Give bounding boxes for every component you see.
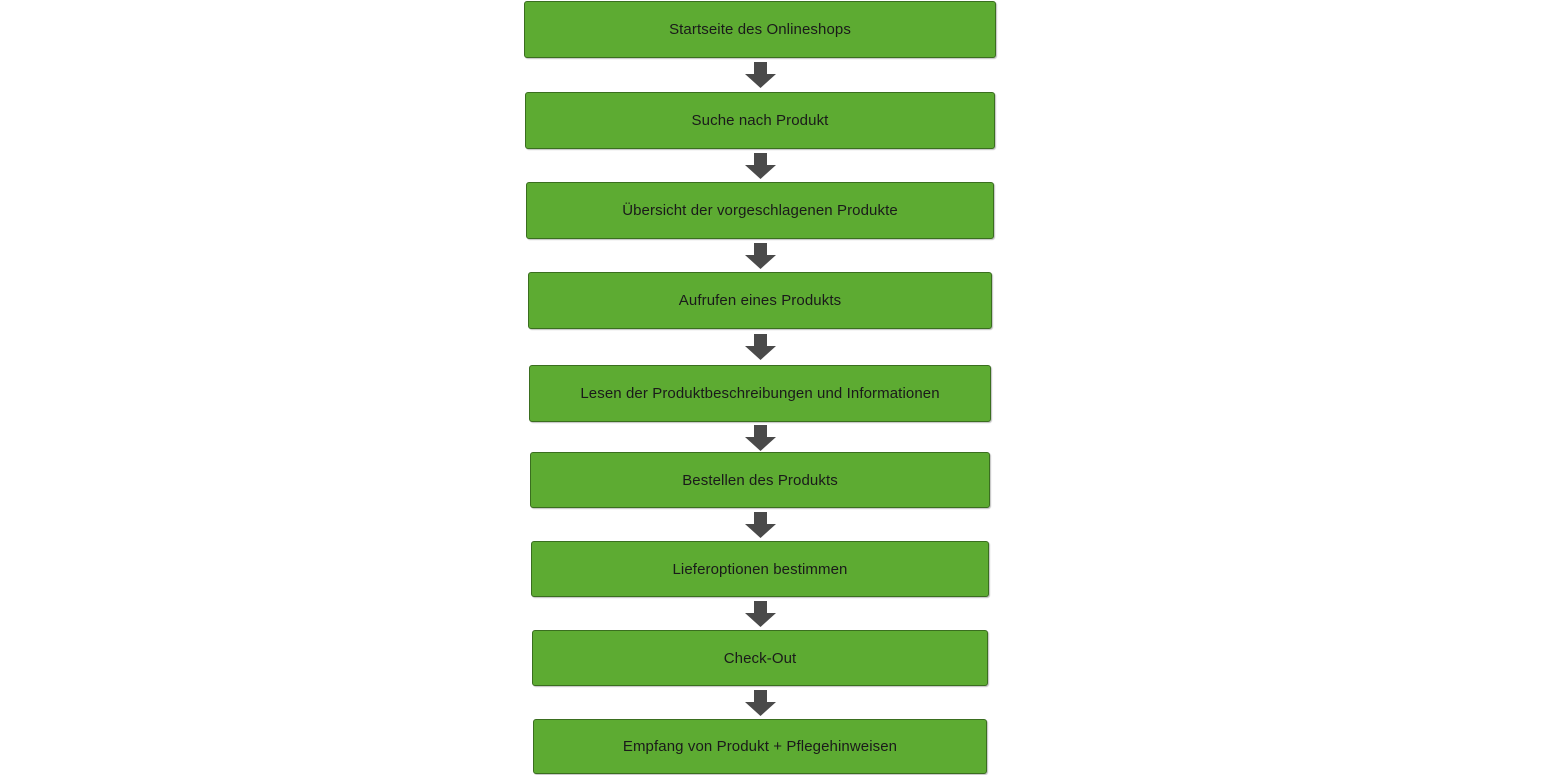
- step-label: Suche nach Produkt: [691, 112, 829, 129]
- down-arrow-icon: [745, 690, 776, 716]
- step-label: Startseite des Onlineshops: [669, 21, 851, 38]
- step-bestellen: Bestellen des Produkts: [530, 452, 990, 508]
- down-arrow-icon: [745, 243, 776, 269]
- down-arrow-icon: [745, 62, 776, 88]
- down-arrow-icon: [745, 153, 776, 179]
- down-arrow-icon: [745, 512, 776, 538]
- step-lieferoptionen: Lieferoptionen bestimmen: [531, 541, 989, 597]
- step-aufrufen: Aufrufen eines Produkts: [528, 272, 992, 329]
- step-empfang: Empfang von Produkt + Pflegehinweisen: [533, 719, 987, 774]
- step-uebersicht: Übersicht der vorgeschlagenen Produkte: [526, 182, 994, 239]
- down-arrow-icon: [745, 334, 776, 360]
- step-suche: Suche nach Produkt: [525, 92, 995, 149]
- step-label: Check-Out: [723, 649, 797, 667]
- down-arrow-icon: [745, 601, 776, 627]
- step-label: Lieferoptionen bestimmen: [672, 560, 848, 578]
- step-label: Bestellen des Produkts: [682, 471, 838, 489]
- step-label: Aufrufen eines Produkts: [678, 292, 842, 309]
- step-check-out: Check-Out: [532, 630, 988, 686]
- step-startseite: Startseite des Onlineshops: [524, 1, 996, 58]
- down-arrow-icon: [745, 425, 776, 451]
- step-label: Lesen der Produktbeschreibungen und Info…: [580, 385, 940, 402]
- step-label: Übersicht der vorgeschlagenen Produkte: [622, 202, 898, 219]
- step-label: Empfang von Produkt + Pflegehinweisen: [622, 738, 898, 755]
- step-lesen: Lesen der Produktbeschreibungen und Info…: [529, 365, 991, 422]
